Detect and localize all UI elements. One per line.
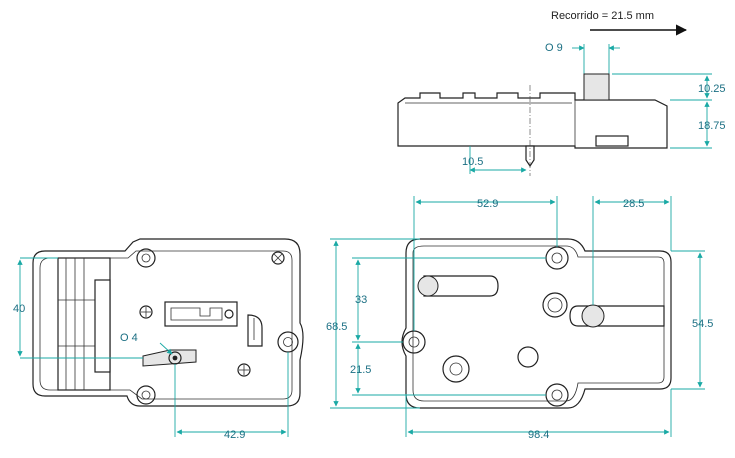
left-height-label: 40 [13, 303, 25, 315]
right-boss-2 [442, 355, 470, 383]
right-height-685-label: 68.5 [326, 321, 347, 333]
hole-diameter-label: O 4 [120, 332, 138, 344]
side-view: Recorrido = 21.5 mm O 9 10.25 18.75 10.5 [397, 10, 726, 176]
side-shaft [583, 73, 610, 101]
side-slot [595, 135, 629, 147]
left-width-label: 42.9 [224, 429, 245, 441]
stroke-label: Recorrido = 21.5 mm [551, 10, 654, 22]
side-body [397, 92, 668, 149]
height-top-label: 10.25 [698, 83, 726, 95]
left-screw-mid [139, 305, 153, 319]
left-view: O 4 40 42.9 [13, 238, 304, 441]
left-hole-top-left [136, 248, 156, 268]
left-hole-bottom-left [136, 385, 156, 405]
shaft-diameter-label: O 9 [545, 42, 563, 54]
right-top-offset-label: 28.5 [623, 198, 644, 210]
left-window [164, 301, 238, 327]
left-screw-top-right [271, 251, 285, 265]
right-view: 52.9 28.5 68.5 33 21.5 54.5 98.4 [326, 196, 713, 441]
right-height-215-label: 21.5 [350, 364, 371, 376]
left-d-bolt [247, 314, 263, 347]
right-total-width-label: 98.4 [528, 429, 549, 441]
right-height-545-label: 54.5 [692, 318, 713, 330]
right-slot-top [423, 275, 499, 297]
height-body-label: 18.75 [698, 120, 726, 132]
right-height-33-label: 33 [355, 294, 367, 306]
right-boss-3 [517, 346, 539, 368]
pin-offset-label: 10.5 [462, 156, 483, 168]
right-top-width-label: 52.9 [477, 198, 498, 210]
right-boss-1 [542, 292, 568, 318]
left-screw-bottom [237, 363, 251, 377]
